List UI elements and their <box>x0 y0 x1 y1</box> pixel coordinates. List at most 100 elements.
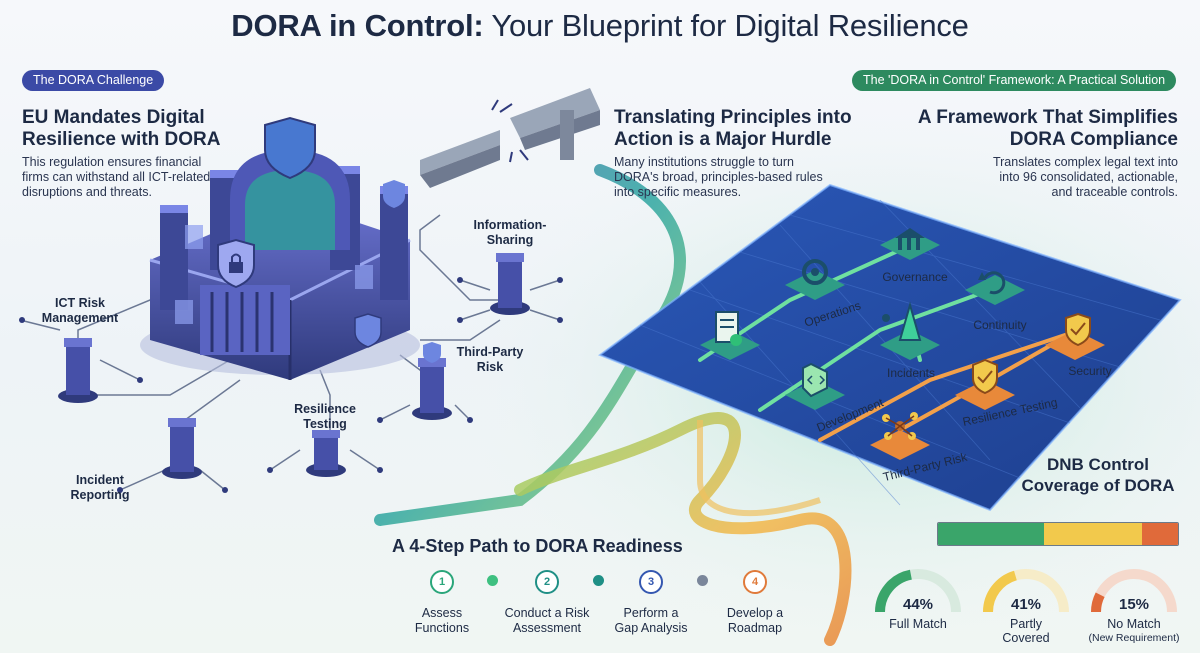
third-party-line2: Risk <box>476 360 504 374</box>
incident-reporting-label: Incident Reporting <box>50 473 150 503</box>
page-title: DORA in Control: Your Blueprint for Digi… <box>0 8 1200 44</box>
info-sharing-line1: Information- <box>473 218 547 232</box>
coverage-title-line1: DNB Control <box>1047 455 1149 474</box>
gear-icon <box>785 259 845 300</box>
title-rest: Your Blueprint for Digital Resilience <box>483 8 969 43</box>
ict-risk-line2: Management <box>41 311 119 325</box>
code-icon <box>785 362 845 410</box>
gauge-partly-line1: Partly <box>1010 617 1042 631</box>
gauge-partly-line2: Covered <box>1002 631 1050 645</box>
gauge-full-label: Full Match <box>889 617 947 631</box>
right-desc-line1: Translates complex legal text into <box>992 155 1178 169</box>
third-party-risk-label: Third-Party Risk <box>440 345 540 375</box>
gauge-full-arc <box>875 569 913 613</box>
ict-risk-line1: ICT Risk <box>54 296 105 310</box>
right-heading-line1: A Framework That Simplifies <box>917 107 1178 128</box>
gauge-partly-label: Partly Covered <box>971 617 1081 645</box>
step-4-label: Develop a Roadmap <box>695 606 815 636</box>
gauge-none-arc <box>1091 592 1105 613</box>
left-desc-line3: disruptions and threats. <box>22 185 152 199</box>
node-security: Security <box>1068 364 1112 378</box>
coverage-bar-full <box>938 523 1044 545</box>
pillar-icon <box>58 253 530 479</box>
coverage-title-line2: Coverage of DORA <box>1021 476 1175 495</box>
left-desc-line1: This regulation ensures financial <box>22 155 202 169</box>
circuit-lines <box>19 214 561 491</box>
step-separator-3 <box>697 575 708 586</box>
bank-icon <box>880 228 940 260</box>
right-description: Translates complex legal text into into … <box>930 155 1178 200</box>
coverage-gauges <box>875 569 1177 613</box>
shield-icon <box>955 358 1015 410</box>
castle-icon <box>140 116 420 380</box>
resilience-testing-label: Resilience Testing <box>275 402 375 432</box>
resilience-testing-line1: Resilience <box>294 402 356 416</box>
middle-description: Many institutions struggle to turn DORA'… <box>614 155 823 200</box>
document-icon <box>700 311 760 360</box>
dora-challenge-pill: The DORA Challenge <box>22 70 165 91</box>
information-sharing-label: Information- Sharing <box>460 218 560 248</box>
step-3-circle: 3 <box>639 570 663 594</box>
middle-desc-line2: DORA's broad, principles-based rules <box>614 170 823 184</box>
incident-reporting-line1: Incident <box>76 473 124 487</box>
resilience-testing-line2: Testing <box>303 417 347 431</box>
network-icon <box>870 412 930 460</box>
info-sharing-line2: Sharing <box>486 233 534 247</box>
pipe-lower <box>514 412 852 646</box>
step-separator-2 <box>593 575 604 586</box>
middle-heading: Translating Principles into Action is a … <box>614 107 852 151</box>
gauge-partly-arc <box>983 570 1018 613</box>
coverage-bar-none <box>1141 523 1178 545</box>
gauge-full-pct: 44% <box>902 596 934 613</box>
check-shield-icon <box>1045 312 1105 360</box>
steps-title: A 4-Step Path to DORA Readiness <box>392 536 683 556</box>
bridge-icon <box>420 88 600 188</box>
title-bold: DORA in Control: <box>231 8 484 43</box>
right-heading: A Framework That Simplifies DORA Complia… <box>880 107 1178 151</box>
gauge-partly-pct: 41% <box>1010 596 1042 613</box>
left-description: This regulation ensures financial firms … <box>22 155 210 200</box>
step-3-line1: Perform a <box>623 606 679 620</box>
step-2-line1: Conduct a Risk <box>504 606 590 620</box>
step-2-circle: 2 <box>535 570 559 594</box>
left-heading-line2: Resilience with DORA <box>22 129 221 150</box>
gauge-none-line2: (New Requirement) <box>1088 632 1180 644</box>
left-heading-line1: EU Mandates Digital <box>22 107 205 128</box>
step-4-line1: Develop a <box>726 606 784 620</box>
coverage-bar-partly <box>1043 523 1142 545</box>
gauge-none-pct: 15% <box>1118 596 1150 613</box>
step-3-label: Perform a Gap Analysis <box>591 606 711 636</box>
step-1-label: Assess Functions <box>382 606 502 636</box>
step-3-line2: Gap Analysis <box>614 621 688 635</box>
middle-desc-line1: Many institutions struggle to turn <box>614 155 794 169</box>
node-incidents: Incidents <box>886 366 936 380</box>
step-1-circle: 1 <box>430 570 454 594</box>
gauge-none-line1: No Match <box>1107 617 1161 631</box>
step-1-line1: Assess <box>421 606 463 620</box>
incident-reporting-line2: Reporting <box>70 488 130 502</box>
gauge-none-label: No Match (New Requirement) <box>1079 617 1189 645</box>
step-4-line2: Roadmap <box>727 621 783 635</box>
step-1-line2: Functions <box>414 621 470 635</box>
framework-pill: The 'DORA in Control' Framework: A Pract… <box>852 70 1177 91</box>
third-party-line1: Third-Party <box>456 345 524 359</box>
right-desc-line3: and traceable controls. <box>1051 185 1178 199</box>
step-4-circle: 4 <box>743 570 767 594</box>
coverage-bar <box>937 522 1179 546</box>
step-2-label: Conduct a Risk Assessment <box>487 606 607 636</box>
middle-heading-line1: Translating Principles into <box>614 107 852 128</box>
left-heading: EU Mandates Digital Resilience with DORA <box>22 107 221 151</box>
ict-risk-label: ICT Risk Management <box>30 296 130 326</box>
middle-desc-line3: into specific measures. <box>614 185 742 199</box>
step-separator-1 <box>487 575 498 586</box>
right-desc-line2: into 96 consolidated, actionable, <box>999 170 1178 184</box>
refresh-icon <box>965 271 1025 305</box>
coverage-title: DNB Control Coverage of DORA <box>1000 454 1196 496</box>
middle-heading-line2: Action is a Major Hurdle <box>614 129 832 150</box>
right-heading-line2: DORA Compliance <box>1009 129 1178 150</box>
cone-icon <box>880 301 940 360</box>
node-continuity: Continuity <box>973 318 1027 332</box>
left-desc-line2: firms can withstand all ICT-related <box>22 170 211 184</box>
node-governance: Governance <box>882 270 948 284</box>
